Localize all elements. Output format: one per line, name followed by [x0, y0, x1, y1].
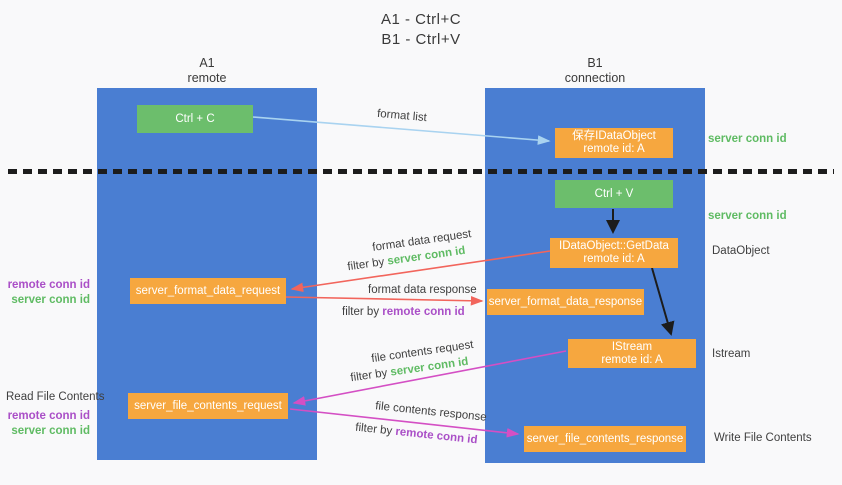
node-server-format-data-request: server_format_data_request [130, 278, 286, 304]
node-ctrl-c: Ctrl + C [137, 105, 253, 133]
node-server-file-contents-request: server_file_contents_request [128, 393, 288, 419]
node-ctrl-v: Ctrl + V [555, 180, 673, 208]
node-save-idataobject-line1: 保存IDataObject [572, 130, 656, 142]
label-format-data-response: format data response [368, 284, 477, 296]
label-server-conn-id-mid: server conn id [708, 210, 787, 222]
column-b1-role: connection [564, 71, 626, 85]
remote-conn-id-text: remote conn id [394, 425, 479, 447]
label-filter-by-server-conn-id-2: filter by server conn id [350, 356, 469, 384]
diagram-title: A1 - Ctrl+C B1 - Ctrl+V [0, 10, 842, 50]
label-format-list: format list [376, 107, 428, 125]
diagram-title-line2: B1 - Ctrl+V [381, 31, 461, 48]
node-istream-line1: IStream [611, 340, 653, 353]
filter-by-text: filter by [349, 367, 389, 385]
node-ctrl-v-label: Ctrl + V [594, 187, 634, 200]
label-remote-conn-id-left1: remote conn id [7, 279, 90, 291]
node-istream: IStream remote id: A [568, 339, 696, 368]
remote-conn-id-text: remote conn id [382, 306, 465, 318]
section-divider-dotted-line [8, 169, 834, 174]
left-conn-id-stack-1: remote conn id server conn id [8, 278, 90, 308]
filter-by-text: filter by [342, 306, 380, 318]
node-istream-line2: remote id: A [601, 353, 663, 366]
node-idataobject-getdata-line1: IDataObject::GetData [559, 240, 669, 252]
column-header-a1: A1 remote [97, 56, 317, 86]
column-a1-role: remote [187, 71, 227, 85]
column-b1-name: B1 [587, 56, 603, 70]
label-server-conn-id-left1: server conn id [11, 294, 90, 306]
label-remote-conn-id-left2: remote conn id [7, 410, 90, 422]
label-dataobject: DataObject [712, 245, 770, 257]
node-idataobject-getdata: IDataObject::GetData remote id: A [550, 238, 678, 268]
filter-by-text: filter by [346, 256, 386, 274]
left-conn-id-stack-2: remote conn id server conn id [8, 409, 90, 439]
label-filter-by-remote-conn-id-1: filter by remote conn id [342, 306, 465, 318]
column-a1-name: A1 [199, 56, 215, 70]
node-server-file-contents-response-label: server_file_contents_response [526, 432, 684, 445]
label-server-conn-id-left2: server conn id [11, 425, 90, 437]
node-server-format-data-response: server_format_data_response [487, 289, 644, 315]
filter-by-text: filter by [354, 421, 393, 438]
node-save-idataobject: 保存IDataObject remote id: A [555, 128, 673, 158]
node-idataobject-getdata-line2: remote id: A [583, 253, 645, 265]
node-server-format-data-response-label: server_format_data_response [488, 295, 643, 308]
label-file-contents-response: file contents response [374, 400, 488, 424]
label-istream: Istream [712, 348, 751, 360]
diagram-title-line1: A1 - Ctrl+C [380, 11, 462, 28]
label-filter-by-remote-conn-id-2: filter by remote conn id [355, 422, 478, 447]
node-server-format-data-request-label: server_format_data_request [135, 284, 281, 297]
node-server-file-contents-request-label: server_file_contents_request [134, 399, 282, 412]
node-save-idataobject-line2: remote id: A [583, 143, 645, 155]
column-header-b1: B1 connection [485, 56, 705, 86]
node-ctrl-c-label: Ctrl + C [175, 112, 215, 125]
label-write-file-contents: Write File Contents [714, 432, 812, 444]
node-server-file-contents-response: server_file_contents_response [524, 426, 686, 452]
label-read-file-contents: Read File Contents [6, 391, 105, 403]
label-server-conn-id-top: server conn id [708, 133, 787, 145]
